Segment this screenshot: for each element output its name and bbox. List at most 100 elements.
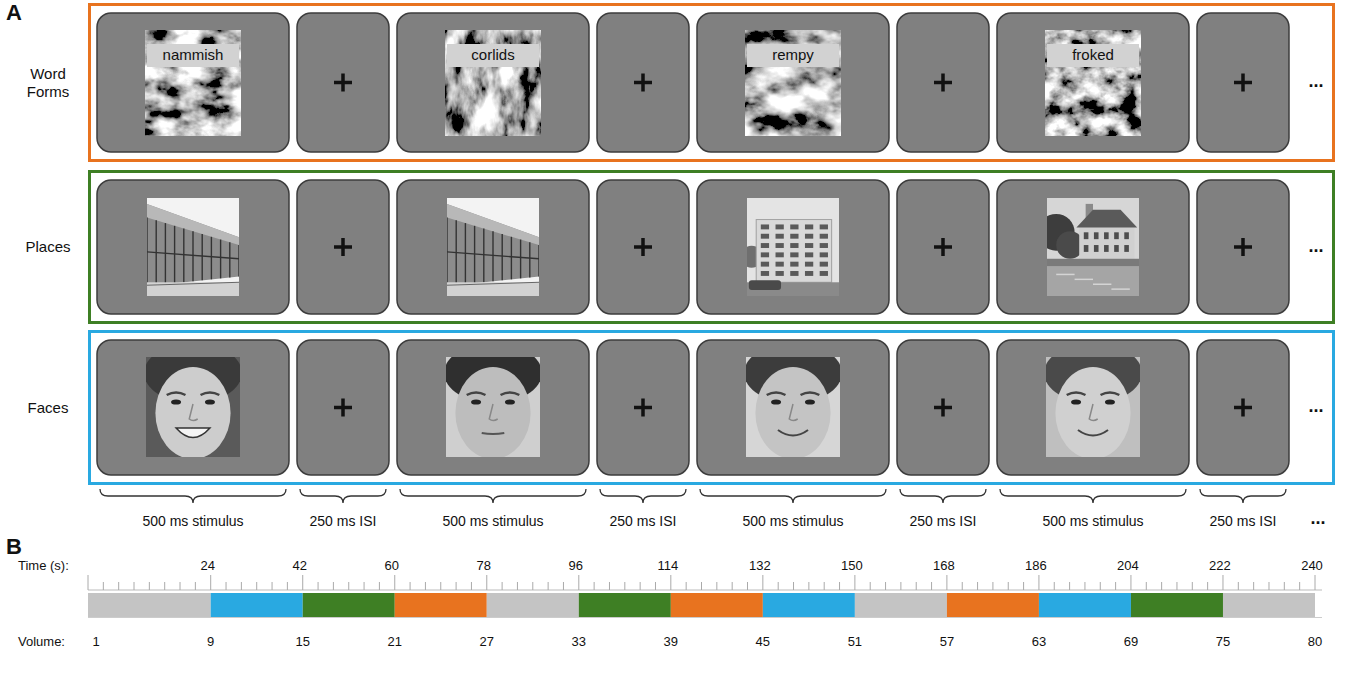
- mouth: [176, 428, 210, 438]
- ruler-tick: [839, 582, 840, 590]
- brow: [767, 393, 786, 396]
- volume-tick: 63: [1032, 635, 1046, 650]
- stimulus-screen: [997, 13, 1189, 152]
- continuation-dots: ...: [1308, 396, 1323, 417]
- ruler-tick: [701, 582, 702, 590]
- time-tick: 24: [200, 559, 214, 574]
- window: [1094, 232, 1099, 239]
- fixation-screen: [1197, 340, 1289, 475]
- block-segment: [1131, 593, 1223, 617]
- ruler-tick: [88, 575, 89, 590]
- time-tick: 114: [657, 559, 678, 574]
- eye: [505, 399, 515, 404]
- ruler-tick: [456, 582, 457, 590]
- stimulus-screen: [397, 340, 589, 475]
- mullion: [183, 229, 184, 283]
- word-screen: froked: [997, 13, 1189, 152]
- face-photo: [446, 357, 540, 457]
- fixation-screen: [297, 340, 389, 475]
- block-segment: [1223, 593, 1315, 617]
- volume-tick: 21: [388, 635, 402, 650]
- ruler-tick: [1207, 582, 1208, 590]
- ruler-tick: [1069, 582, 1070, 590]
- fixation-cross: [1234, 238, 1252, 256]
- window: [1124, 232, 1129, 239]
- ruler-tick: [640, 582, 641, 590]
- ruler-tick: [364, 582, 365, 590]
- duration-label: 500 ms stimulus: [742, 513, 843, 529]
- window: [790, 243, 798, 248]
- volume-tick: 9: [207, 635, 214, 650]
- face: [155, 367, 230, 457]
- ruler-tick: [425, 582, 426, 590]
- time-tick: 42: [292, 559, 306, 574]
- duration-label: 250 ms ISI: [310, 513, 377, 529]
- ruler-tick: [747, 582, 748, 590]
- ruler-tick: [1008, 582, 1009, 590]
- curly-brace: [1200, 489, 1286, 503]
- ruler-tick: [1284, 582, 1285, 590]
- window: [805, 271, 813, 276]
- mouth: [778, 430, 808, 436]
- face-photo: [746, 357, 840, 457]
- ruler-tick: [241, 582, 242, 590]
- volume-tick: 45: [756, 635, 770, 650]
- ruler-tick: [716, 582, 717, 590]
- mullion: [529, 242, 530, 277]
- ruler-tick: [946, 575, 947, 590]
- window: [761, 262, 769, 267]
- window: [820, 234, 828, 239]
- stimulus-screen: [697, 340, 889, 475]
- place-photo: [147, 198, 239, 296]
- volume-tick: 69: [1124, 635, 1138, 650]
- ruler-tick: [1100, 582, 1101, 590]
- continuation-dots: ...: [1308, 71, 1323, 92]
- sky: [1047, 198, 1139, 296]
- axis-title: Time (s):: [18, 559, 69, 574]
- word-screen: corlids: [397, 13, 589, 152]
- ruler-tick: [563, 582, 564, 590]
- duration-label: 500 ms stimulus: [142, 513, 243, 529]
- face: [455, 367, 530, 457]
- duration-braces: [100, 489, 1286, 503]
- curly-brace: [100, 489, 286, 503]
- window: [1084, 232, 1089, 239]
- mullion: [483, 229, 484, 283]
- ruler-tick: [287, 582, 288, 590]
- fixation-cross: [934, 238, 952, 256]
- block-segment: [855, 593, 947, 617]
- panel-letter: A: [6, 0, 22, 25]
- block-segment: [487, 593, 579, 617]
- ruler-tick: [1054, 582, 1055, 590]
- window: [805, 262, 813, 267]
- eye: [471, 399, 481, 404]
- brow: [167, 393, 186, 396]
- ruler-tick: [686, 582, 687, 590]
- curly-brace: [300, 489, 386, 503]
- nose: [1089, 404, 1097, 421]
- pavement: [147, 282, 239, 296]
- fixation-screen: [897, 180, 989, 314]
- window: [1124, 245, 1129, 252]
- ruler-tick: [885, 582, 886, 590]
- ruler-tick: [1146, 582, 1147, 590]
- word-row: [97, 13, 1289, 152]
- ruler-tick: [670, 575, 671, 590]
- ruler-tick: [1299, 582, 1300, 590]
- ruler-tick: [226, 582, 227, 590]
- stimulus-screen: [997, 180, 1189, 314]
- row-heading: Word Forms: [12, 65, 84, 101]
- face: [1055, 367, 1130, 457]
- window: [776, 234, 784, 239]
- eye: [171, 399, 181, 404]
- window: [776, 271, 784, 276]
- ruler-tick: [410, 582, 411, 590]
- duration-label: 250 ms ISI: [1210, 513, 1277, 529]
- eye: [771, 399, 781, 404]
- ruler-tick: [1315, 575, 1316, 590]
- window: [790, 234, 798, 239]
- volume-tick: 57: [940, 635, 954, 650]
- ruler-tick: [134, 582, 135, 590]
- block-segment: [947, 593, 1039, 617]
